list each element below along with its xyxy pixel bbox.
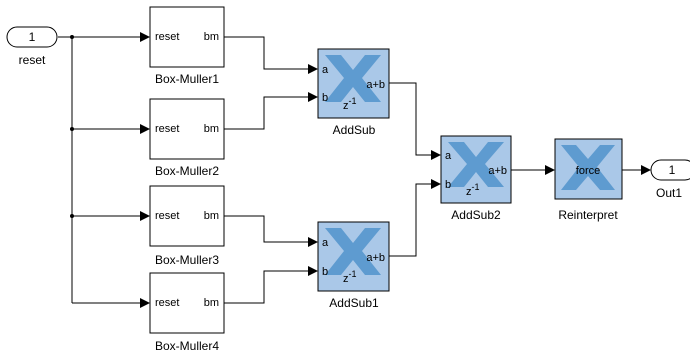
out-port-label: bm bbox=[204, 297, 219, 309]
delay-z: z bbox=[343, 100, 349, 112]
branch-dot bbox=[70, 214, 74, 218]
signal-wires bbox=[58, 36, 643, 304]
block-name: Box-Muller1 bbox=[155, 72, 219, 86]
inport-shape bbox=[6, 26, 58, 48]
box-muller4-block[interactable]: reset bm Box-Muller4 bbox=[149, 272, 225, 353]
wire-bm4-addsub1-b bbox=[224, 270, 310, 304]
op-label: a+b bbox=[366, 79, 385, 91]
port-b-label: b bbox=[445, 179, 451, 191]
xilinx-logo-icon bbox=[448, 142, 504, 187]
addsub1-block[interactable]: a b a+b z-1 AddSub1 bbox=[317, 221, 390, 310]
in-port-label: reset bbox=[155, 297, 179, 309]
block-name: AddSub2 bbox=[451, 208, 501, 222]
arrowhead bbox=[308, 64, 318, 74]
block-body bbox=[149, 185, 225, 247]
arrowhead bbox=[308, 237, 318, 247]
outport-number: 1 bbox=[669, 163, 676, 177]
inport-number: 1 bbox=[29, 30, 36, 44]
delay-exponent: -1 bbox=[349, 96, 357, 106]
arrowheads bbox=[140, 32, 651, 308]
force-label: force bbox=[576, 165, 600, 177]
arrowhead bbox=[140, 32, 150, 42]
arrowhead bbox=[140, 211, 150, 221]
block-name: Box-Muller2 bbox=[155, 164, 219, 178]
wire-bm1-addsub-a bbox=[224, 36, 310, 70]
outport-out1[interactable]: 1 Out1 bbox=[650, 159, 690, 200]
in-port-label: reset bbox=[155, 31, 179, 43]
arrowhead bbox=[641, 165, 651, 175]
block-body bbox=[149, 98, 225, 160]
block-body bbox=[149, 272, 225, 334]
in-port-label: reset bbox=[155, 210, 179, 222]
block-body bbox=[149, 6, 225, 68]
wire-addsub1-addsub2-b bbox=[389, 183, 433, 257]
arrowhead bbox=[308, 266, 318, 276]
addsub2-block[interactable]: a b a+b z-1 AddSub2 bbox=[440, 135, 512, 222]
block-name: AddSub bbox=[333, 123, 376, 137]
arrowhead bbox=[545, 165, 555, 175]
outport-shape bbox=[650, 159, 690, 181]
box-muller3-block[interactable]: reset bm Box-Muller3 bbox=[149, 185, 225, 267]
block-name: Box-Muller3 bbox=[155, 253, 219, 267]
arrowhead bbox=[431, 179, 441, 189]
delay-exponent: -1 bbox=[472, 182, 480, 192]
xilinx-logo-icon bbox=[561, 145, 615, 190]
wire-bm3-addsub1-a bbox=[224, 215, 310, 243]
addsub-block[interactable]: a b a+b z-1 AddSub bbox=[317, 48, 390, 137]
delay-label: z-1 bbox=[343, 269, 357, 285]
branch-dot bbox=[70, 35, 74, 39]
port-b-label: b bbox=[322, 92, 328, 104]
out-port-label: bm bbox=[204, 31, 219, 43]
block-name: AddSub1 bbox=[329, 296, 379, 310]
out-port-label: bm bbox=[204, 210, 219, 222]
wire-addsub-addsub2-a bbox=[389, 82, 433, 156]
inport-label: reset bbox=[19, 53, 46, 67]
box-muller1-block[interactable]: reset bm Box-Muller1 bbox=[149, 6, 225, 86]
xilinx-logo-icon bbox=[325, 55, 381, 102]
box-muller2-block[interactable]: reset bm Box-Muller2 bbox=[149, 98, 225, 178]
outport-label: Out1 bbox=[656, 186, 682, 200]
delay-z: z bbox=[343, 273, 349, 285]
arrowhead bbox=[140, 124, 150, 134]
delay-label: z-1 bbox=[466, 182, 480, 198]
arrowhead bbox=[431, 150, 441, 160]
port-a-label: a bbox=[322, 64, 329, 76]
reinterpret-block[interactable]: force Reinterpret bbox=[554, 138, 623, 222]
delay-exponent: -1 bbox=[349, 269, 357, 279]
out-port-label: bm bbox=[204, 123, 219, 135]
op-label: a+b bbox=[488, 165, 507, 177]
delay-z: z bbox=[466, 186, 472, 198]
inport-reset[interactable]: 1 reset bbox=[6, 26, 58, 67]
arrowhead bbox=[308, 92, 318, 102]
port-a-label: a bbox=[322, 237, 329, 249]
block-name: Box-Muller4 bbox=[155, 339, 219, 353]
port-b-label: b bbox=[322, 266, 328, 278]
wire-bm2-addsub-b bbox=[224, 96, 310, 130]
block-name: Reinterpret bbox=[558, 208, 618, 222]
arrowhead bbox=[140, 298, 150, 308]
in-port-label: reset bbox=[155, 123, 179, 135]
port-a-label: a bbox=[445, 150, 452, 162]
delay-label: z-1 bbox=[343, 96, 357, 112]
xilinx-logo-icon bbox=[325, 228, 381, 275]
op-label: a+b bbox=[366, 252, 385, 264]
branch-dot bbox=[70, 127, 74, 131]
branch-points bbox=[70, 35, 74, 218]
